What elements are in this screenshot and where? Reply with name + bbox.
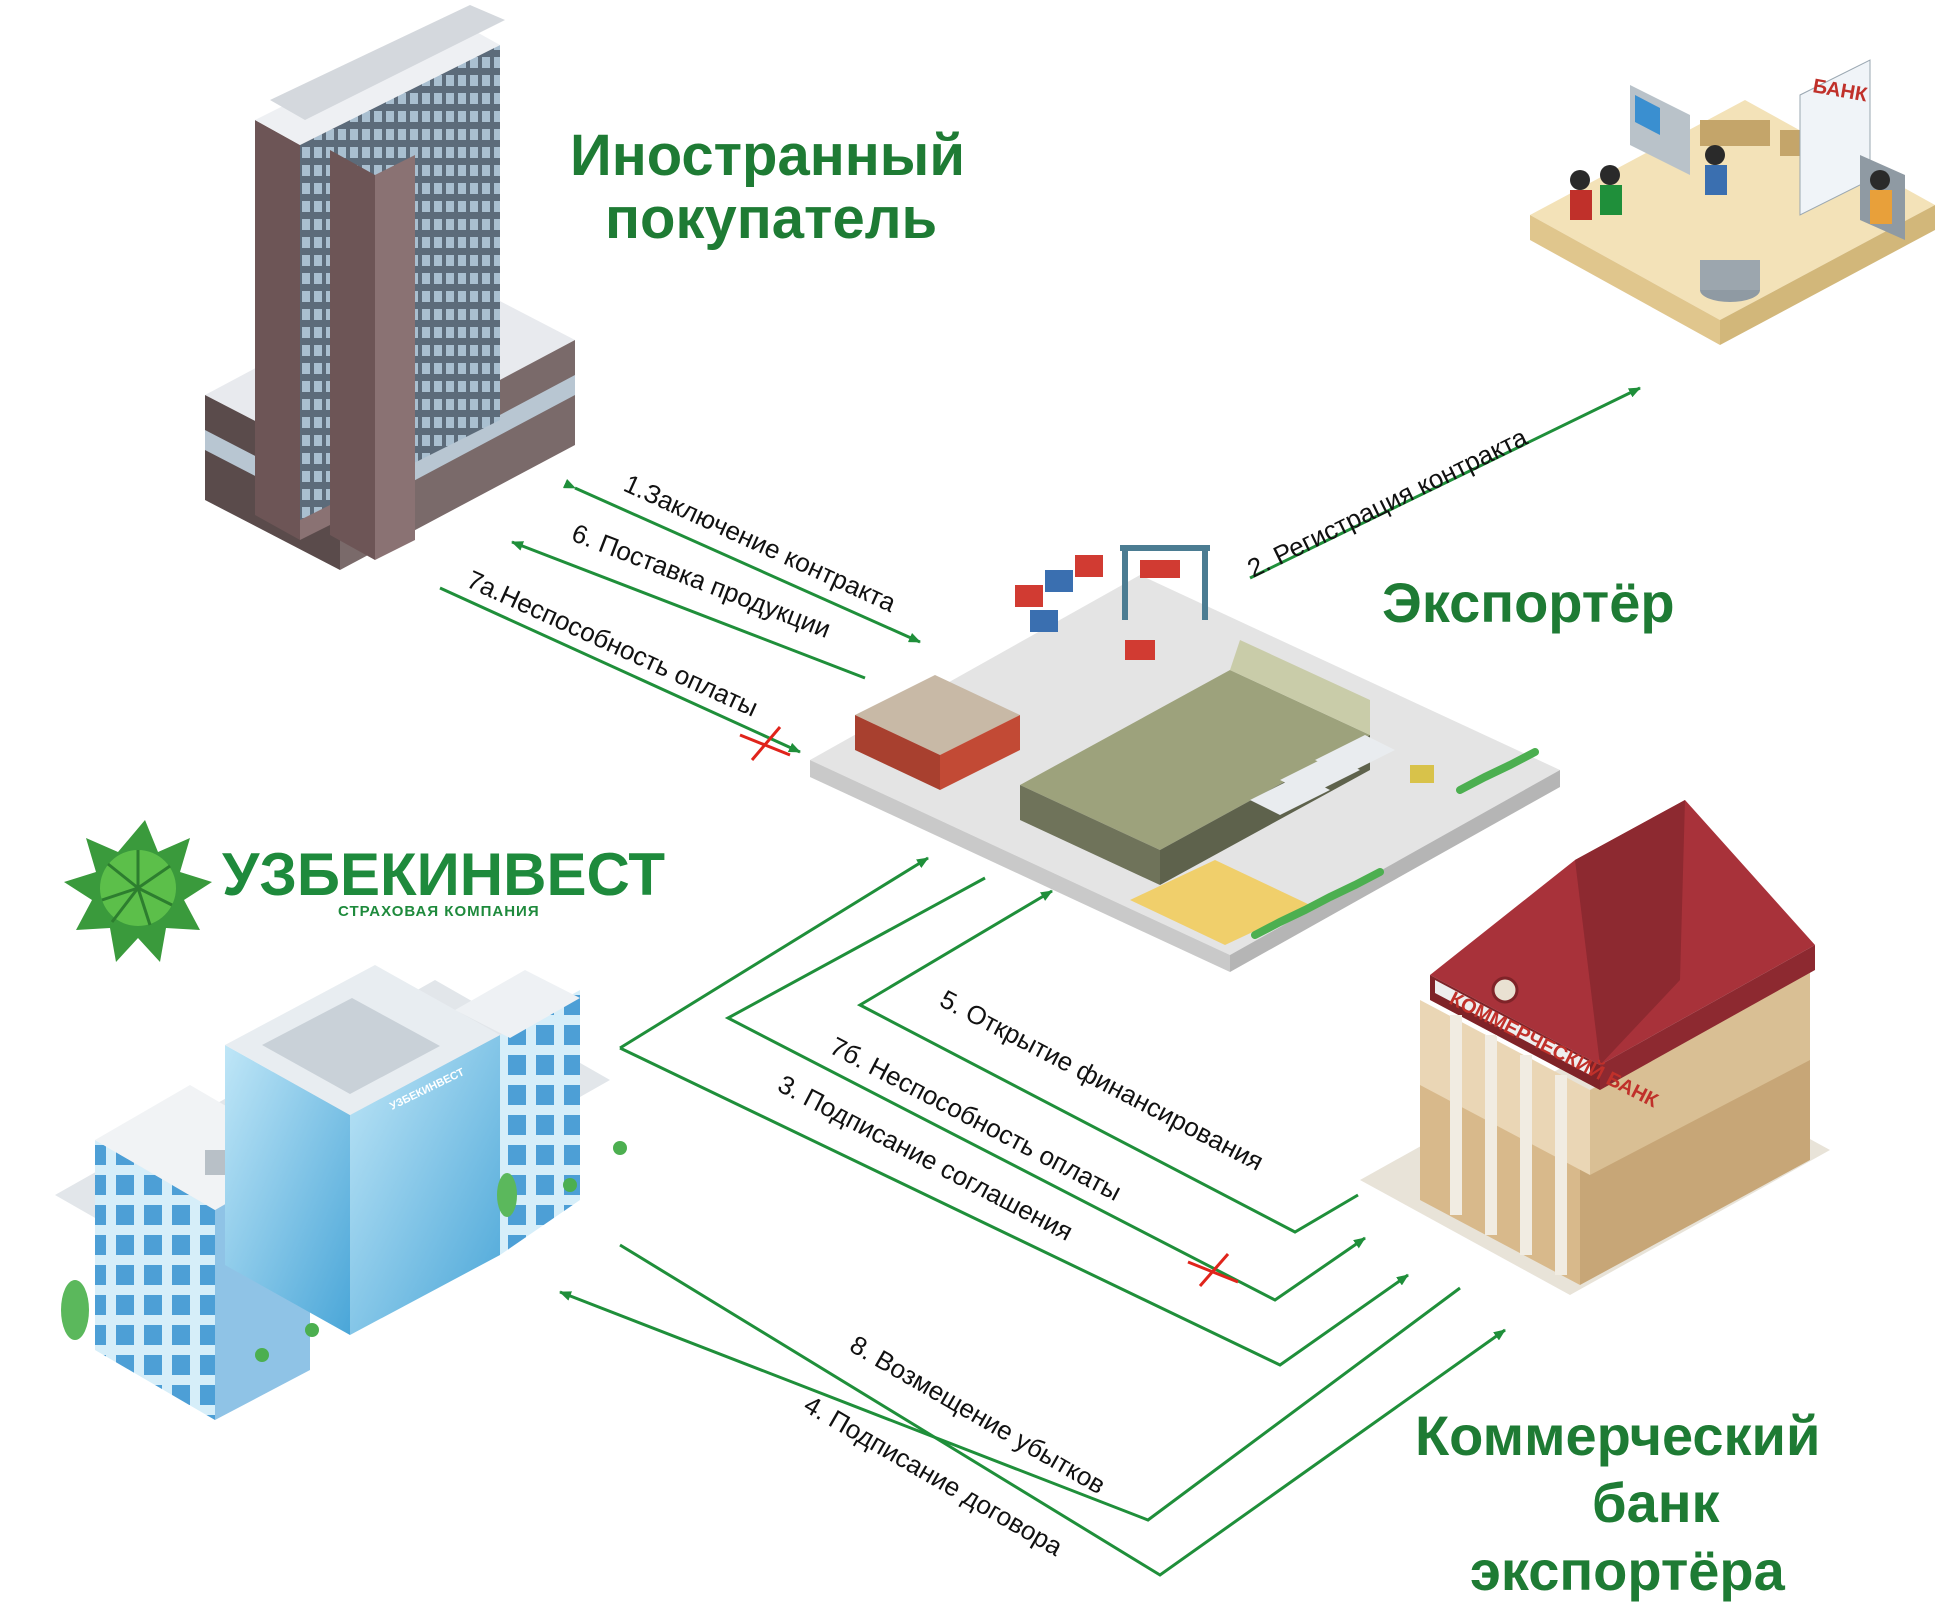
flow-label-4: 4. Подписание договора	[799, 1389, 1068, 1562]
arrow-7a-nonpayment	[439, 586, 801, 754]
flow-label-2: 2. Регистрация контракта	[1242, 422, 1532, 584]
arrow-4-contract-signing	[619, 1243, 1506, 1577]
commercial-bank-building: КОММЕРЧЕСКИЙ БАНК	[1360, 800, 1830, 1295]
label-foreign-buyer-line1: Иностранный	[570, 123, 965, 188]
arrow-5-financing	[856, 889, 1359, 1234]
bank-office-interior: БАНК	[1530, 59, 1935, 345]
uzbekinvest-star-icon	[64, 820, 212, 962]
flow-label-5: 5. Открытие финансирования	[935, 984, 1268, 1177]
arrow-2-registration	[1249, 386, 1641, 580]
arrow-3a-agreement	[619, 856, 929, 1050]
label-exporter: Экспортёр	[1382, 571, 1675, 634]
arrow-7b-nonpayment	[724, 876, 1366, 1302]
arrow-6-delivery	[511, 540, 866, 680]
arrow-3b-agreement	[619, 1046, 1409, 1367]
uzbekinvest-logo: УЗБЕКИНВЕСТ СТРАХОВАЯ КОМПАНИЯ	[64, 820, 665, 962]
arrow-1-contract	[562, 478, 921, 644]
logo-name: УЗБЕКИНВЕСТ	[222, 841, 665, 908]
arrow-8-compensation	[559, 1286, 1461, 1522]
insurance-company-building: УЗБЕКИНВЕСТ	[55, 965, 627, 1420]
flow-label-8: 8. Возмещение убытков	[845, 1329, 1111, 1500]
failure-cross-7b	[1187, 1253, 1239, 1287]
logo-subtitle: СТРАХОВАЯ КОМПАНИЯ	[338, 903, 540, 920]
failure-cross-7a	[739, 726, 791, 761]
flow-arrows	[439, 386, 1641, 1577]
foreign-buyer-building	[205, 5, 575, 570]
exporter-warehouse-complex	[810, 545, 1560, 972]
label-bank-line1: Коммерческий	[1415, 1404, 1820, 1467]
label-bank-line3: экспортёра	[1470, 1539, 1786, 1602]
label-bank-line2: банк	[1592, 1471, 1721, 1534]
label-foreign-buyer-line2: покупатель	[605, 186, 937, 251]
